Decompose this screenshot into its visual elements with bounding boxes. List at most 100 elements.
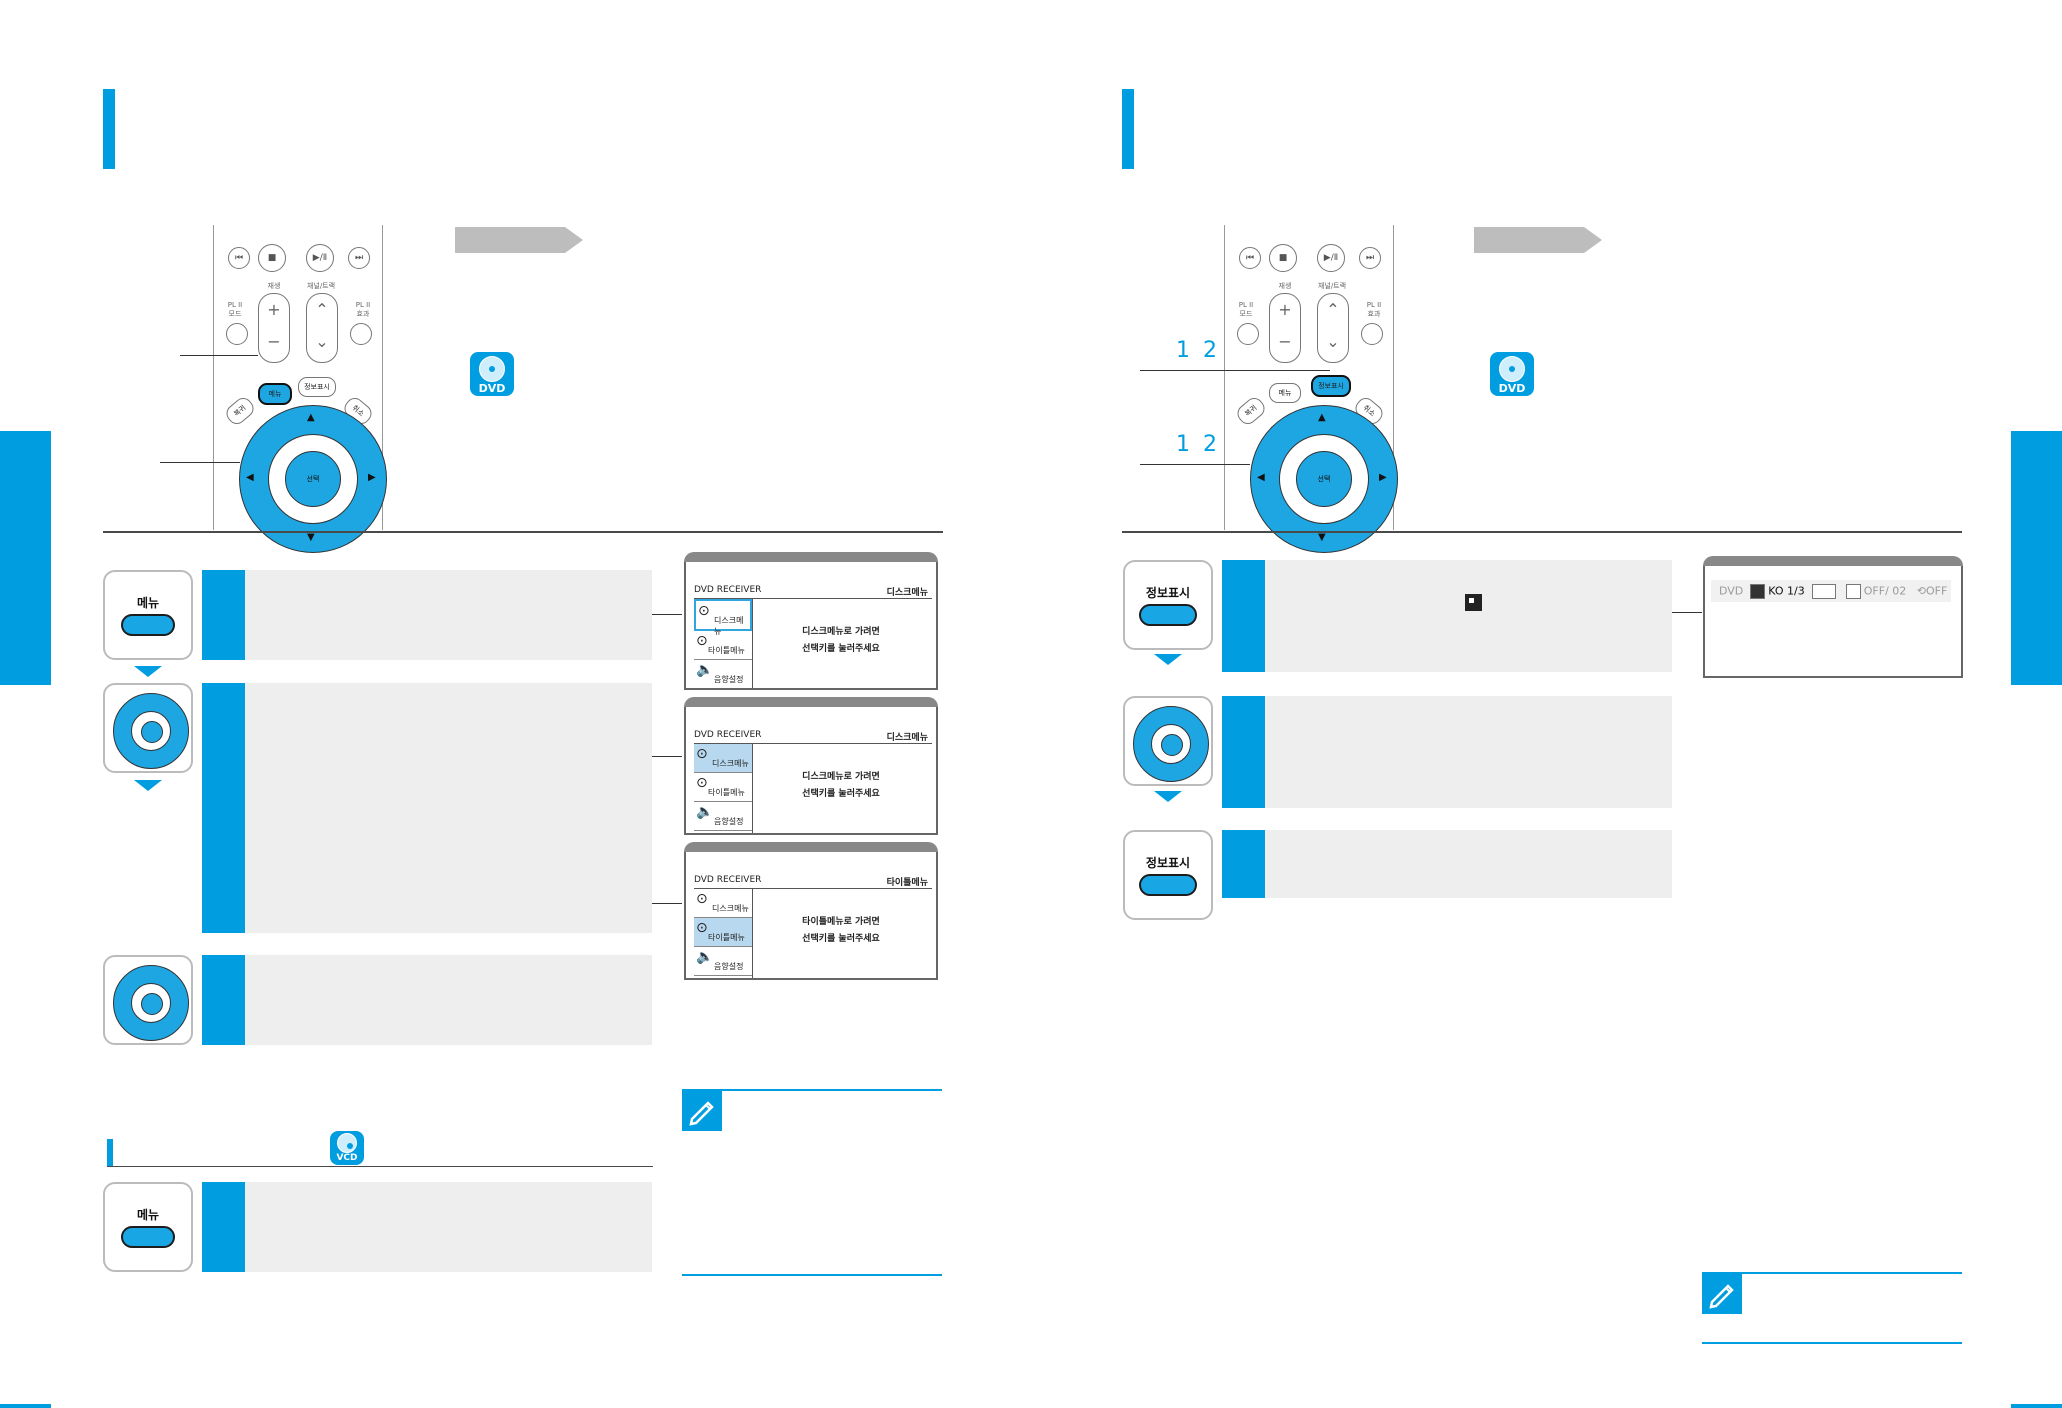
osd-screen-2: DVD RECEIVER 디스크메뉴 ⊙디스크메뉴 ⊙타이틀메뉴 🔈음향설정 디… <box>684 697 938 835</box>
right-step2-body <box>1265 696 1672 808</box>
dpad-illustration: ▲ ▼ ◀ ▶ 선택 <box>239 405 387 553</box>
osd-menu-item-audio: 🔈음향설정 <box>694 947 752 976</box>
callout-step-mark-1: 1 2 <box>1176 338 1220 363</box>
callout-step-mark-2: 1 2 <box>1176 432 1220 457</box>
osd-header-right: 타이틀메뉴 <box>886 878 928 888</box>
step1-number-bar <box>202 570 245 660</box>
osd-message: 타이틀메뉴로 가려면 선택키를 눌러주세요 <box>802 917 880 944</box>
right-step3-body <box>1265 830 1672 898</box>
right-step3-button-box: 정보표시 <box>1123 830 1213 920</box>
osd-menu-list: ⊙디스크메뉴 ⊙타이틀메뉴 🔈음향설정 <box>694 599 753 688</box>
back-button: 복귀 <box>1233 394 1269 428</box>
screen-connector-2 <box>652 756 682 757</box>
channel-rocker: ⌃⌄ <box>1317 293 1349 363</box>
next-icon: ⏭ <box>1359 247 1381 269</box>
osd-menu-item-audio: 🔈음향설정 <box>694 660 752 688</box>
vcd-section-marker <box>107 1139 113 1167</box>
section-arrow-tag <box>1474 227 1602 253</box>
info-button-highlight: 정보표시 <box>1311 375 1351 397</box>
note-pencil-icon <box>1702 1274 1742 1314</box>
play-pause-icon: ▶/Ⅱ <box>1317 244 1345 272</box>
step-arrow-down <box>134 666 162 677</box>
channel-label: 채널/트랙 <box>306 282 336 290</box>
select-center-label: 선택 <box>285 451 341 507</box>
screen-connector-1 <box>652 614 682 615</box>
osd-menu-list: ⊙디스크메뉴 ⊙타이틀메뉴 🔈음향설정 <box>694 744 753 833</box>
callout-line-menu <box>180 355 258 356</box>
menu-button-highlight: 메뉴 <box>258 383 292 405</box>
subtitle-screen-icon <box>1845 584 1861 599</box>
note-pencil-icon <box>682 1091 722 1131</box>
right-step1-number-bar <box>1222 560 1265 672</box>
left-note-top-rule <box>682 1089 942 1091</box>
section-arrow-tag <box>455 227 583 253</box>
menu-button-icon <box>121 614 175 636</box>
play-label: 재생 <box>267 282 281 290</box>
info-osd-screen: DVD KO 1/3 OFF/ 02 ⟲OFF <box>1703 556 1963 678</box>
right-step2-button-box <box>1123 696 1213 786</box>
step3-button-box <box>103 955 193 1045</box>
right-step1-button-box: 정보표시 <box>1123 560 1213 650</box>
osd-header-right: 디스크메뉴 <box>886 733 928 743</box>
left-note-bottom-rule <box>682 1274 942 1276</box>
osd-header-left: DVD RECEIVER <box>694 730 762 740</box>
info-repeat: OFF <box>1926 584 1948 598</box>
dpad-illustration: ▲ ▼ ◀ ▶ 선택 <box>1250 405 1398 553</box>
osd-header-left: DVD RECEIVER <box>694 875 762 885</box>
menu-button-label: 메뉴 <box>136 1208 160 1222</box>
channel-label: 채널/트랙 <box>1317 282 1347 290</box>
right-side-tab <box>2011 431 2062 685</box>
stop-icon: ■ <box>1269 244 1297 272</box>
callout-line-dpad <box>160 462 240 463</box>
step2-body <box>245 683 652 933</box>
pl2-effect-button <box>350 323 372 345</box>
step2-number-bar <box>202 683 245 933</box>
info-audio: KO 1/3 <box>1768 584 1805 598</box>
dvd-disc-icon: DVD <box>1490 352 1534 396</box>
step-arrow-down <box>1154 654 1182 665</box>
play-pause-icon: ▶/Ⅱ <box>306 244 334 272</box>
left-side-tab <box>0 431 51 685</box>
screen-connector-3 <box>652 903 682 904</box>
osd-menu-item-disc: ⊙디스크메뉴 <box>694 599 752 636</box>
dvd-icon-label: DVD <box>478 382 506 395</box>
osd-header: DVD RECEIVER 디스크메뉴 <box>694 584 932 599</box>
step1-body <box>245 570 652 660</box>
dpad-icon <box>113 693 189 769</box>
osd-menu-item-title: ⊙타이틀메뉴 <box>694 773 752 802</box>
osd-menu-list: ⊙디스크메뉴 ⊙타이틀메뉴 🔈음향설정 <box>694 889 753 978</box>
left-title-bar <box>103 89 115 169</box>
osd-menu-item-title: ⊙타이틀메뉴 <box>694 631 752 660</box>
next-icon: ⏭ <box>348 247 370 269</box>
right-header-rule <box>1122 531 1962 533</box>
osd-menu-item-disc: ⊙디스크메뉴 <box>694 744 752 773</box>
left-header-rule <box>103 531 943 533</box>
pl2-effect-label: PL II 효과 <box>1366 301 1382 318</box>
pl2-mode-label: PL II 모드 <box>1238 301 1254 318</box>
stop-icon: ■ <box>258 244 286 272</box>
pl2-mode-button <box>1237 323 1259 345</box>
right-title-bar <box>1122 89 1134 169</box>
right-step2-number-bar <box>1222 696 1265 808</box>
info-subtitle: OFF/ 02 <box>1863 584 1907 598</box>
right-note-top-rule <box>1702 1272 1962 1274</box>
pl2-effect-button <box>1361 323 1383 345</box>
osd-menu-item-audio: 🔈음향설정 <box>694 802 752 831</box>
step3-body <box>245 955 652 1045</box>
step3-number-bar <box>202 955 245 1045</box>
info-bar: DVD KO 1/3 OFF/ 02 ⟲OFF <box>1719 584 1947 599</box>
right-page-corner-mark <box>2011 1404 2062 1408</box>
vcd-step-number-bar <box>202 1182 245 1272</box>
remote-illustration-left: ⏮ ■ ▶/Ⅱ ⏭ 재생 채널/트랙 PL II 모드 PL II 효과 +− … <box>213 225 387 553</box>
dpad-icon <box>1133 706 1209 782</box>
dpad-icon <box>113 965 189 1041</box>
info-button-icon <box>1139 604 1197 626</box>
right-step3-number-bar <box>1222 830 1265 898</box>
osd-menu-item-disc: ⊙디스크메뉴 <box>694 889 752 918</box>
info-button: 정보표시 <box>298 377 336 397</box>
pl2-effect-label: PL II 효과 <box>355 301 371 318</box>
info-button-icon <box>1139 874 1197 896</box>
step2-button-box <box>103 683 193 773</box>
osd-header-right: 디스크메뉴 <box>886 588 928 598</box>
left-page-corner-mark <box>0 1404 51 1408</box>
